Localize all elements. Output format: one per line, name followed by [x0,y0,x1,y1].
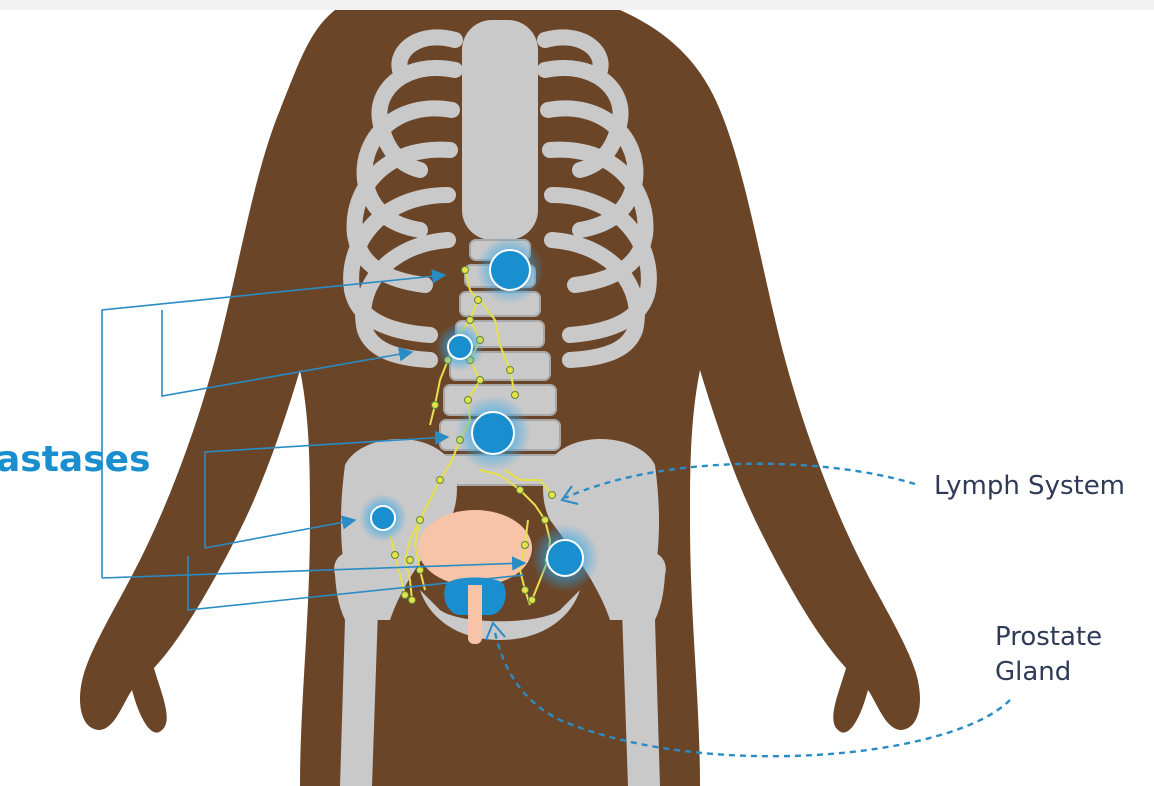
lymph-system-label: Lymph System [934,469,1125,503]
metastasis-node-icon [455,395,531,471]
prostate-gland-label-line2: Gland [995,655,1071,689]
top-strip [0,0,1154,10]
bladder [418,510,532,586]
sternum [462,20,538,240]
metastasis-node-icon [436,323,484,371]
metastasis-node-icon [531,524,599,592]
metastasis-node-icon [476,236,544,304]
prostate-gland-label-line1: Prostate [995,620,1102,654]
metastases-title: astases [0,440,151,480]
metastasis-node-icon [359,494,407,542]
